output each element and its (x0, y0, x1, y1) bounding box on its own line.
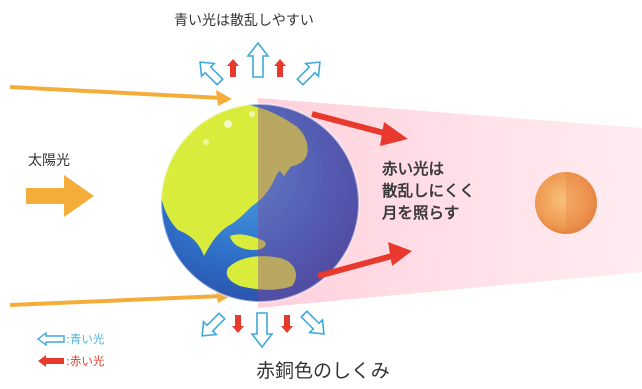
red-light-arrow-lower (317, 242, 412, 279)
red-scatter-arrow (274, 59, 286, 77)
earth-outline (160, 103, 360, 303)
blue-scatter-arrow (199, 61, 224, 86)
sunlight-arrow (26, 175, 94, 217)
land-indonesia (230, 234, 266, 250)
blue-scatter-arrow (201, 312, 226, 337)
blue-scatter-arrow (250, 312, 274, 349)
red-scatter-arrow (281, 315, 293, 333)
legend-red-arrow (38, 355, 64, 367)
blue-scatter-caption: 青い光は散乱しやすい (174, 13, 314, 29)
scatter-arrows-top (199, 41, 321, 86)
scatter-arrows-bottom (201, 310, 325, 349)
red-light-explanation: 赤い光は 散乱しにくく 月を照らす (382, 158, 475, 224)
red-scatter-arrow (232, 315, 244, 333)
legend-blue-arrow (36, 331, 65, 347)
moon (535, 172, 597, 234)
sunlight-ray-top (9, 85, 232, 106)
land-eurasia (161, 104, 308, 256)
blue-scatter-arrow (296, 61, 321, 86)
red-light-line: 赤い光は (382, 160, 445, 178)
red-light-arrow-upper (311, 111, 408, 146)
shadow-cone (258, 98, 642, 308)
legend-blue-label: :青い光 (66, 332, 105, 346)
blue-scatter-arrow (246, 41, 270, 78)
sunlight-label: 太陽光 (28, 153, 70, 169)
diagram-title: 赤銅色のしくみ (256, 360, 390, 382)
blue-scatter-arrow (300, 310, 325, 335)
land-australia (226, 256, 296, 290)
red-light-line: 月を照らす (382, 204, 460, 222)
red-light-line: 散乱しにくく (382, 182, 475, 200)
sunlight-ray-bottom (9, 288, 232, 307)
legend-red-label: :赤い光 (66, 354, 105, 368)
red-scatter-arrow (227, 59, 239, 77)
land-japan (277, 148, 298, 176)
